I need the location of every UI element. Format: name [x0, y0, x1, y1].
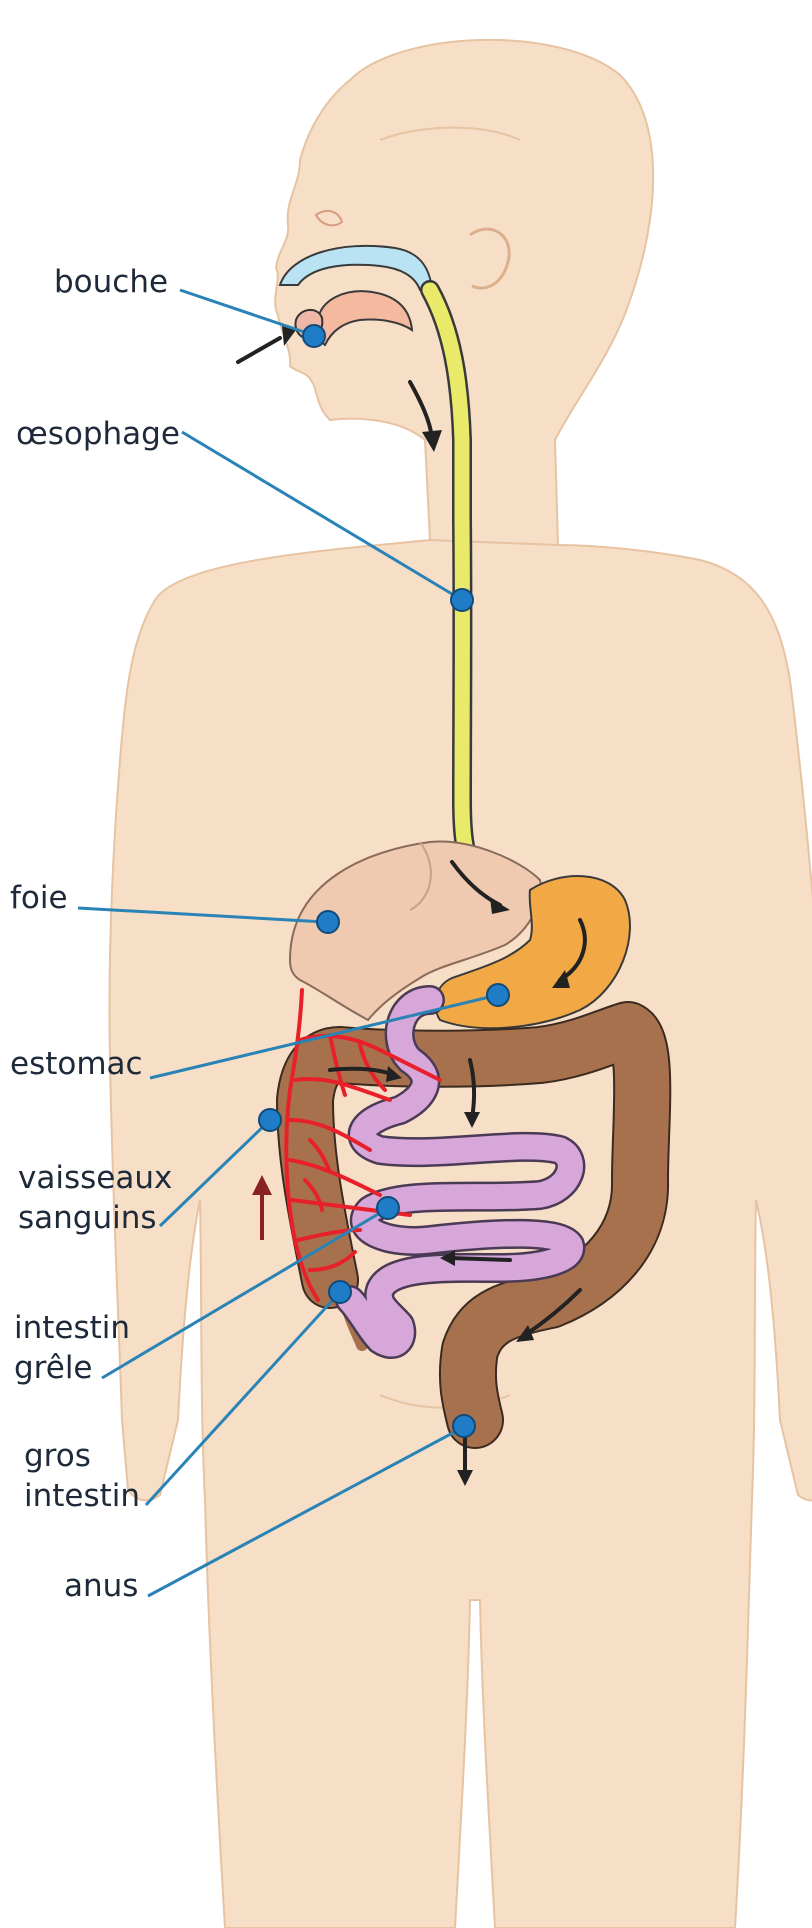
dot-foie: [317, 911, 339, 933]
dot-oesophage: [451, 589, 473, 611]
label-oesophage: œsophage: [16, 414, 180, 454]
label-bouche: bouche: [54, 262, 168, 302]
label-gros-intestin: gros intestin: [24, 1436, 140, 1516]
label-gros-intestin-line1: gros: [24, 1436, 140, 1476]
dot-anus: [453, 1415, 475, 1437]
dot-estomac: [487, 984, 509, 1006]
dot-bouche: [303, 325, 325, 347]
arrow-small-intestine: [450, 1258, 510, 1260]
arrow-into-mouth: [238, 338, 280, 362]
label-vaisseaux-line1: vaisseaux: [18, 1158, 172, 1198]
label-intestin-grele-line1: intestin: [14, 1308, 130, 1348]
label-vaisseaux-sanguins: vaisseaux sanguins: [18, 1158, 172, 1238]
label-vaisseaux-line2: sanguins: [18, 1198, 172, 1238]
label-estomac: estomac: [10, 1044, 143, 1084]
label-foie: foie: [10, 878, 68, 918]
dot-intestin-grele: [377, 1197, 399, 1219]
label-anus: anus: [64, 1566, 138, 1606]
label-intestin-grele: intestin grêle: [14, 1308, 130, 1388]
label-intestin-grele-line2: grêle: [14, 1348, 130, 1388]
dot-vaisseaux: [259, 1109, 281, 1131]
dot-gros-intestin: [329, 1281, 351, 1303]
label-gros-intestin-line2: intestin: [24, 1476, 140, 1516]
